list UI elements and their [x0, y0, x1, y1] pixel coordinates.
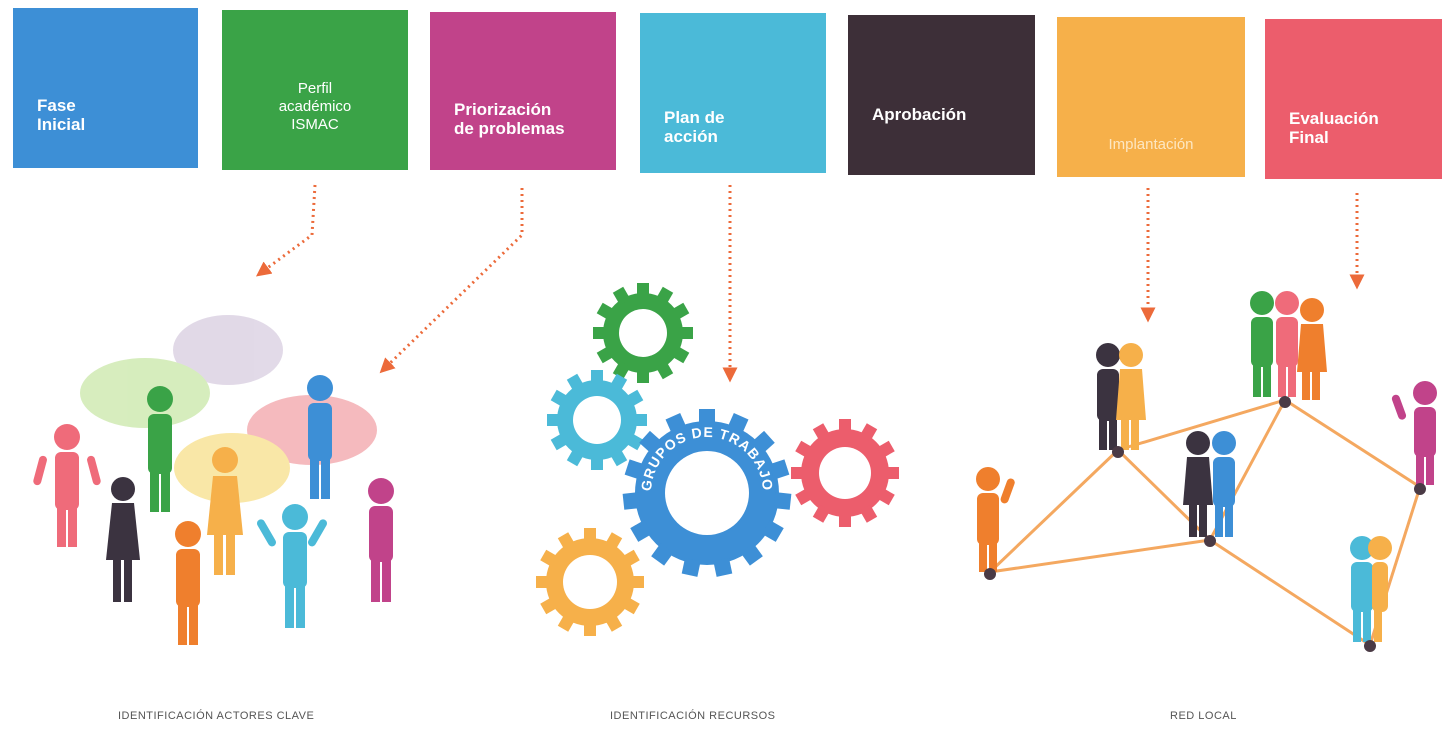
person-icon: [106, 477, 140, 602]
person-icon: [1275, 291, 1299, 397]
caption-resources: IDENTIFICACIÓN RECURSOS: [610, 710, 776, 722]
person-icon: [175, 521, 201, 645]
person-icon: [368, 478, 394, 602]
phase-label: Evaluación Final: [1289, 109, 1379, 147]
person-icon: [1350, 536, 1374, 642]
phase-priorizacion: Priorización de problemas: [430, 12, 616, 170]
phase-fase-inicial: Fase Inicial: [13, 8, 198, 168]
person-icon: [1116, 343, 1146, 450]
person-icon: [1250, 291, 1274, 397]
speech-bubbles: [80, 315, 377, 503]
arrow-priorizacion: [379, 188, 524, 374]
phase-label: Fase Inicial: [37, 96, 86, 134]
person-icon: [1183, 431, 1213, 537]
gear-icon: GRUPOS DE TRABAJO: [622, 409, 792, 577]
phase-aprobacion: Aprobación: [848, 15, 1035, 175]
network-lines: [988, 398, 1422, 647]
person-icon: [257, 504, 327, 628]
arrow-perfil: [255, 184, 317, 277]
phase-evaluacion-final: Evaluación Final: [1265, 19, 1442, 179]
person-icon: [33, 424, 101, 547]
phase-label: Aprobación: [872, 105, 967, 124]
network-people: [976, 291, 1437, 652]
phase-plan-de-accion: Plan de acción: [640, 13, 826, 173]
person-icon: [1391, 381, 1437, 485]
caption-network: RED LOCAL: [1170, 710, 1237, 722]
gear-icon: [593, 283, 693, 383]
actors-people: [33, 375, 394, 645]
phase-label: Implantación: [1108, 136, 1194, 153]
person-icon: [307, 375, 333, 499]
dotted-arrows: [255, 184, 1365, 383]
phase-label: Plan de acción: [664, 108, 725, 146]
gears: GRUPOS DE TRABAJO: [536, 283, 899, 636]
gear-icon: [536, 528, 644, 636]
person-icon: [1212, 431, 1236, 537]
phase-label: Priorización de problemas: [454, 100, 565, 138]
person-icon: [147, 386, 173, 512]
gear-icon: [547, 370, 647, 470]
person-icon: [1368, 536, 1392, 642]
phase-implantacion: Implantación: [1057, 17, 1245, 177]
phase-label: Perfil académico ISMAC: [278, 80, 352, 133]
person-icon: [1096, 343, 1120, 450]
phase-perfil-academico: Perfil académico ISMAC: [222, 10, 408, 170]
gear-icon: [791, 419, 899, 527]
person-icon: [207, 447, 243, 575]
person-icon: [1297, 298, 1327, 400]
caption-actors: IDENTIFICACIÓN ACTORES CLAVE: [118, 710, 315, 722]
person-icon: [976, 467, 1015, 572]
